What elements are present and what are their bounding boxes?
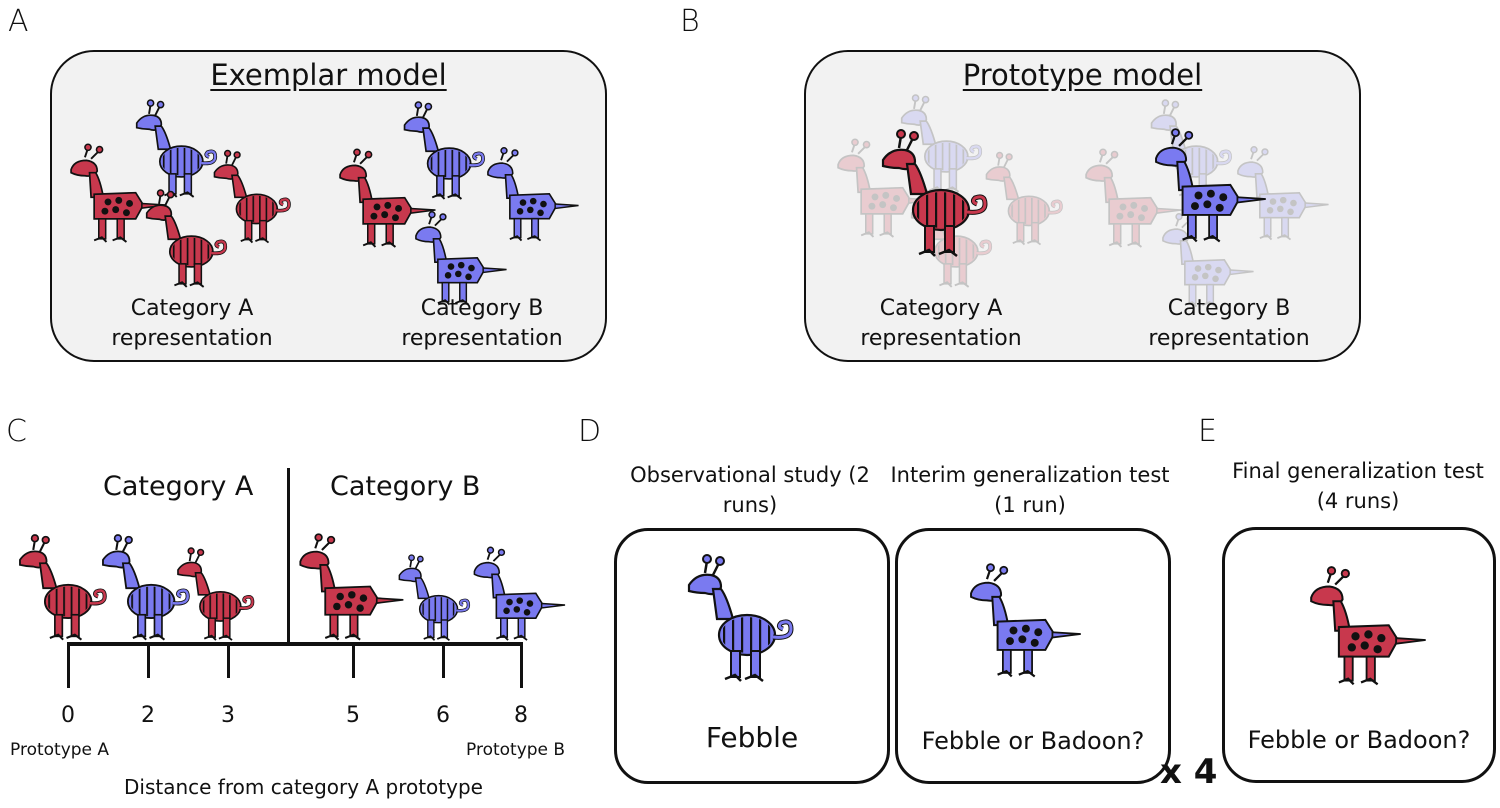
exemplar-a-creature-4 (144, 188, 228, 289)
tick-label: 5 (346, 703, 360, 728)
prototype-a-creature (866, 130, 1006, 260)
tick-5 (352, 642, 355, 678)
prototype-model-title: Prototype model (962, 58, 1203, 92)
tick-2 (147, 642, 150, 678)
panel-a-letter: A (8, 4, 29, 39)
panel-c-letter: C (6, 414, 27, 449)
panel-e-letter: E (1198, 414, 1217, 449)
repeat-count: x 4 (1160, 752, 1218, 792)
continuum-creature-8 (473, 546, 566, 641)
prototype-a-label: Prototype A (10, 740, 110, 760)
continuum-creature-3 (176, 546, 255, 642)
exemplar-model-title: Exemplar model (210, 58, 447, 92)
tick-0 (67, 642, 70, 688)
interim-caption: Febble or Badoon? (921, 727, 1145, 755)
category-divider (287, 468, 290, 644)
final-test-heading: Final generalization test (4 runs) (1232, 459, 1484, 513)
category-a-representation-label: Category A representation (860, 296, 1022, 351)
final-caption: Febble or Badoon? (1247, 726, 1471, 754)
tick-3 (227, 642, 230, 678)
tick-6 (442, 642, 445, 678)
distance-axis-label: Distance from category A prototype (124, 775, 483, 799)
final-creature (1310, 565, 1427, 686)
panel-d-letter: D (578, 414, 602, 449)
tick-label: 8 (514, 703, 528, 728)
tick-label: 6 (436, 703, 450, 728)
tick-label: 2 (141, 703, 155, 728)
study-caption: Febble (705, 721, 799, 754)
observational-study-heading: Observational study (2 runs) (630, 463, 870, 517)
tick-label: 0 (61, 703, 75, 728)
study-creature (672, 555, 812, 685)
category-a-heading: Category A (103, 471, 254, 502)
category-b-heading: Category B (330, 471, 481, 502)
interim-test-card: Febble or Badoon? (895, 528, 1171, 784)
category-b-representation-label: Category B representation (401, 296, 563, 351)
prototype-b-creature (1154, 128, 1267, 243)
interim-test-heading: Interim generalization test (1 run) (890, 463, 1170, 517)
prototype-b-label: Prototype B (466, 740, 566, 760)
tick-label: 3 (221, 703, 235, 728)
tick-8 (520, 642, 523, 688)
interim-creature (969, 563, 1082, 678)
category-b-representation-label: Category B representation (1148, 296, 1310, 351)
exemplar-b-creature-4 (415, 210, 508, 306)
distance-axis (68, 642, 523, 646)
panel-b-letter: B (680, 4, 700, 39)
final-test-card: Febble or Badoon? (1222, 527, 1496, 783)
category-a-representation-label: Category A representation (111, 296, 273, 351)
